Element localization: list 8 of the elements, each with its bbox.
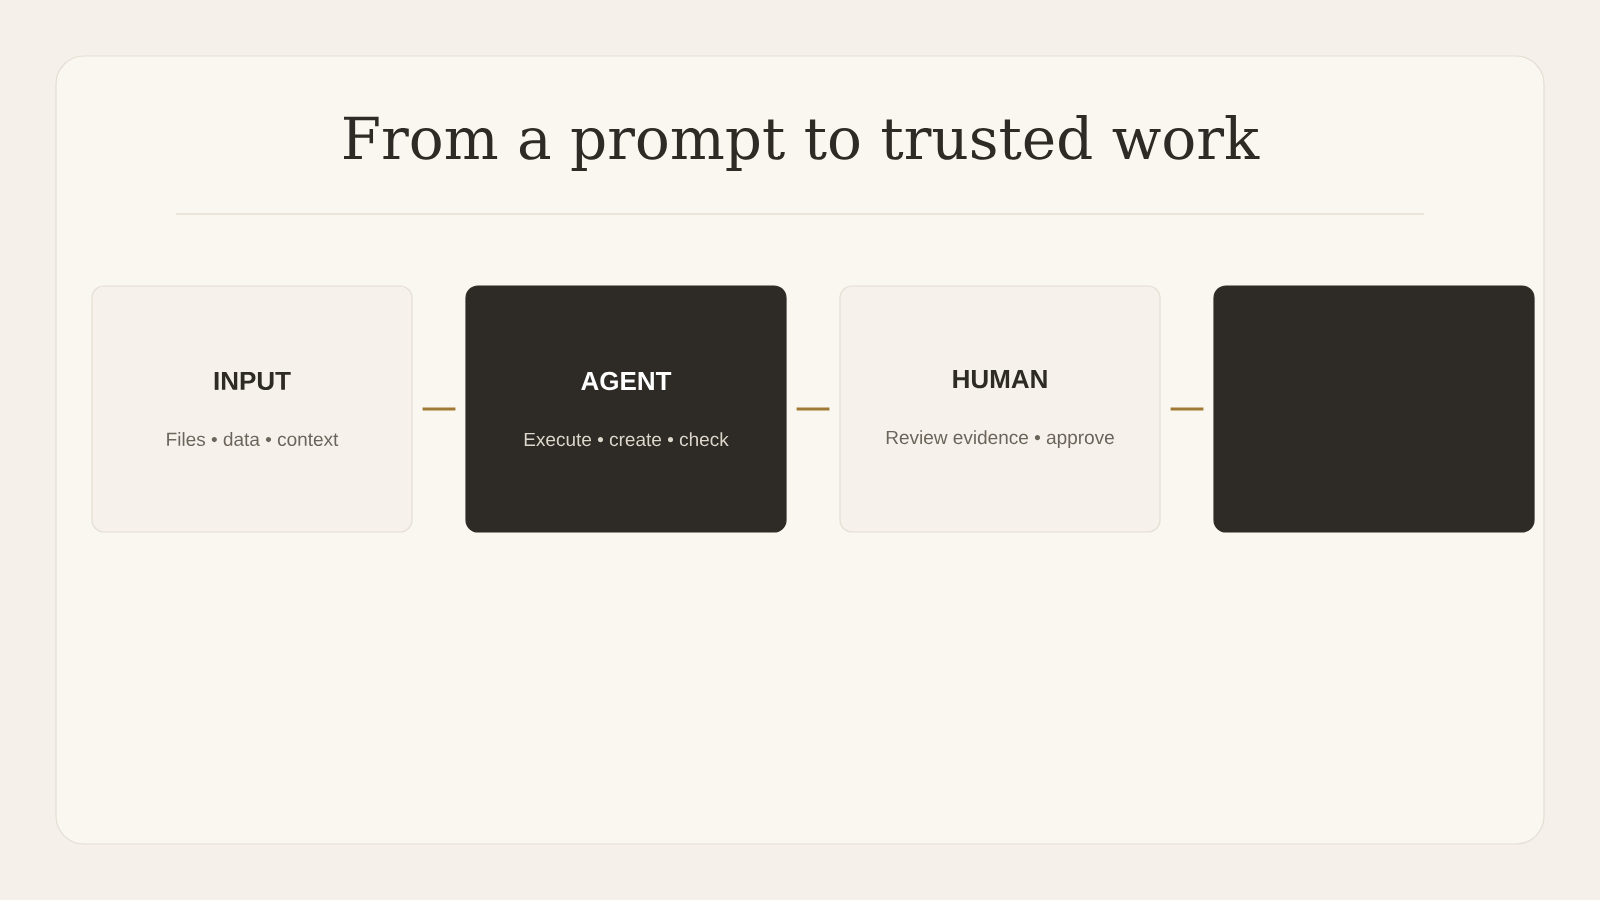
- process-box: HUMAN Review evidence • approve: [839, 285, 1161, 533]
- process-box: INPUT Files • data • context: [91, 285, 413, 533]
- title: From a prompt to trusted work: [344, 114, 1260, 172]
- connector: [1170, 407, 1204, 411]
- empty-box: [1213, 285, 1535, 533]
- connector: [796, 407, 830, 411]
- process-box: AGENT Execute • create • check: [465, 285, 787, 533]
- connector: [422, 407, 456, 411]
